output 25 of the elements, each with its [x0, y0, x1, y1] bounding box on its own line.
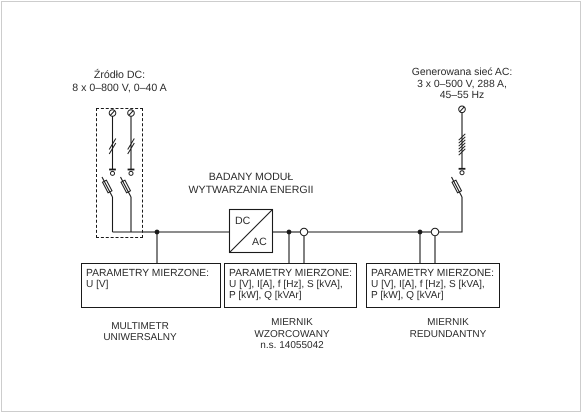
parameter-list: U [V] [86, 279, 205, 290]
wire [419, 232, 421, 263]
module-caption: BADANY MODUŁ WYTWARZANIA ENERGII [188, 171, 314, 197]
panel-heading: PARAMETRY MIERZONE: [86, 268, 210, 280]
panel-heading: PARAMETRY MIERZONE: [371, 268, 496, 280]
device-caption: MULTIMETR UNIWERSALNY [102, 321, 178, 343]
wire [157, 231, 229, 233]
source-heading: Źródło DC: [92, 69, 146, 82]
converter-output-label: AC [252, 236, 268, 248]
parameter-list: U [V], I[A], f [Hz], S [kVA], P [kW], Q [kVAr] [229, 279, 348, 302]
device-caption: MIERNIK REDUNDANTNY [408, 317, 488, 340]
parameter-list: U [V], I[A], f [Hz], S [kVA], P [kW], Q [kVAr] [371, 279, 490, 302]
measurement-panel [224, 263, 357, 308]
device-caption: MIERNIK WZORCOWANY n.s. 14055042 [253, 317, 331, 352]
measurement-panel [81, 263, 221, 308]
source-rating: 3 x 0–500 V, 288 A, 45–55 Hz [416, 78, 508, 102]
source-rating: 8 x 0–800 V, 0–40 A [71, 82, 168, 94]
source-heading: Generowana sieć AC: [410, 67, 514, 79]
wire [156, 232, 158, 263]
measurement-panel [366, 263, 500, 308]
wire [288, 232, 290, 263]
converter-input-label: DC [235, 215, 252, 227]
wire [143, 231, 157, 233]
wire [273, 231, 289, 233]
panel-heading: PARAMETRY MIERZONE: [229, 268, 354, 280]
